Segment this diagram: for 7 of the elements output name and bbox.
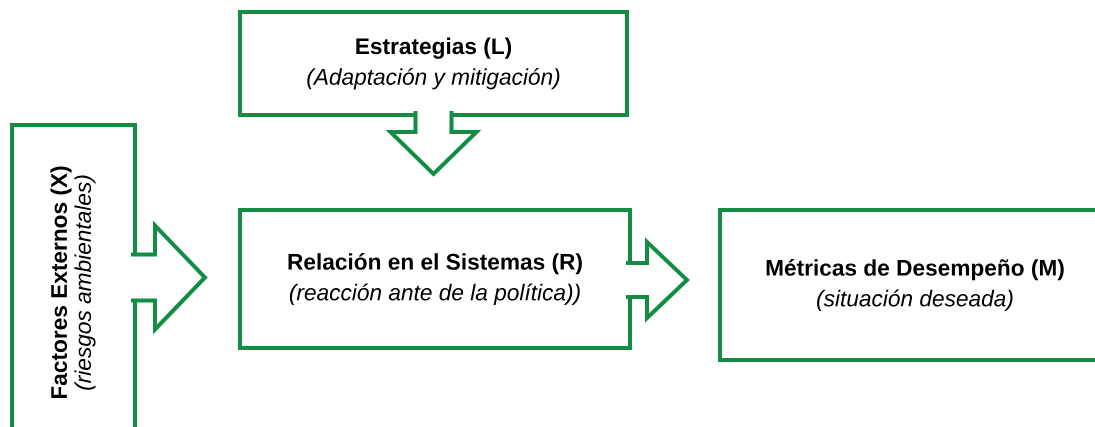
strategy-box: Estrategias (L) (Adaptación y mitigación) xyxy=(238,10,629,117)
relation-box: Relación en el Sistemas (R) (reacción ante de la política)) xyxy=(238,208,632,350)
metric-box: Métricas de Desempeño (M) (situación deseada) xyxy=(718,208,1095,362)
block-arrow xyxy=(624,237,690,323)
factor-box: Factores Externos (X) (riesgos ambientales) xyxy=(10,123,137,427)
block-arrow xyxy=(385,108,482,177)
block-arrow xyxy=(129,220,208,335)
